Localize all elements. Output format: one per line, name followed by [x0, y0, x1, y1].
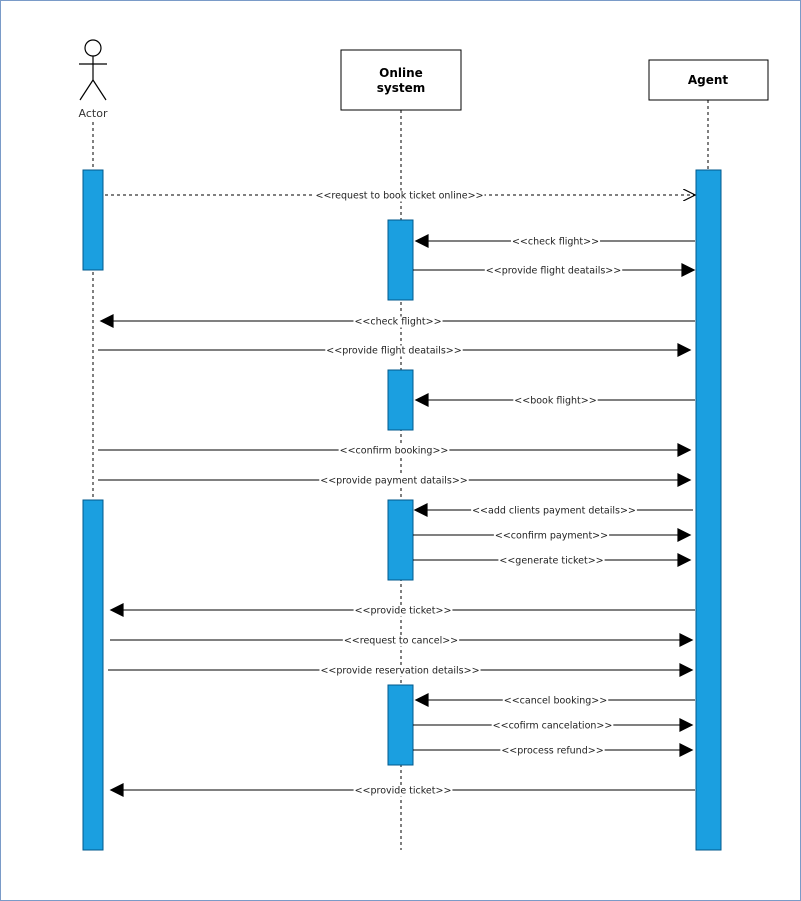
message: <<provide flight deatails>>	[413, 263, 696, 277]
online-system-label-line2: system	[377, 81, 426, 95]
message: <<generate ticket>>	[413, 553, 692, 567]
message-label-background	[500, 745, 605, 757]
message: <<confirm payment>>	[413, 528, 692, 542]
message-label-background	[513, 395, 598, 407]
message-label: <<book flight>>	[514, 396, 596, 407]
actor-activation-2	[82, 499, 104, 851]
actor-label: Actor	[79, 107, 108, 120]
message-label: <<process refund>>	[501, 746, 603, 757]
message: <<provide reservation details>>	[108, 663, 694, 677]
message-label: <<add clients payment details>>	[472, 506, 636, 517]
online-system-activation-2	[387, 369, 414, 431]
message: <<provide payment datails>>	[98, 473, 692, 487]
message: <<book flight>>	[414, 393, 695, 407]
message: <<check flight>>	[414, 234, 695, 248]
message-label-background	[338, 445, 450, 457]
message-label-background	[498, 555, 605, 567]
online-system-activation-3	[387, 499, 414, 581]
message-label-background	[353, 605, 453, 617]
online-system-label-line1: Online	[379, 66, 423, 80]
message-label-background	[319, 475, 469, 487]
agent-label: Agent	[688, 73, 729, 87]
message: <<confirm booking>>	[98, 443, 692, 457]
actor-participant: Actor	[79, 39, 108, 120]
message-label-background	[353, 316, 443, 328]
message-label: <<request to book ticket online>>	[315, 191, 483, 202]
message-label-background	[353, 785, 453, 797]
message: <<provide ticket>>	[109, 783, 695, 797]
online-system-activation-1	[387, 219, 414, 301]
message-label: <<provide ticket>>	[355, 786, 452, 797]
message: <<add clients payment details>>	[413, 503, 693, 517]
message-label: <<provide reservation details>>	[320, 666, 479, 677]
message: <<provide flight deatails>>	[98, 343, 692, 357]
stick-figure-icon	[79, 39, 107, 101]
message-label-background	[314, 190, 485, 202]
message: <<cofirm cancelation>>	[413, 718, 694, 732]
message-label: <<request to cancel>>	[344, 636, 458, 647]
messages-group: <<request to book ticket online>> <<check…	[98, 191, 695, 797]
message-label-background	[510, 236, 601, 248]
agent-box	[648, 59, 769, 101]
message-label: <<confirm booking>>	[340, 446, 449, 457]
message: <<process refund>>	[413, 743, 694, 757]
message-label-background	[493, 530, 610, 542]
online-system-activation-4	[387, 684, 414, 766]
message: <<request to book ticket online>>	[105, 191, 694, 202]
message-label: <<provide ticket>>	[355, 606, 452, 617]
message: <<request to cancel>>	[110, 633, 694, 647]
message-label-background	[342, 635, 460, 647]
message-label-background	[484, 265, 623, 277]
message-label: <<confirm payment>>	[495, 531, 608, 542]
online-system-box	[340, 49, 462, 111]
message: <<check flight>>	[99, 314, 695, 328]
message-label-background	[471, 505, 637, 517]
message-label: <<cancel booking>>	[504, 696, 607, 707]
agent-activation	[695, 169, 722, 851]
message-label: <<provide flight deatails>>	[486, 266, 621, 277]
message-label: <<cofirm cancelation>>	[493, 721, 613, 732]
agent-participant: Agent	[648, 59, 769, 101]
message-label: <<provide payment datails>>	[320, 476, 468, 487]
message-label-background	[491, 720, 614, 732]
actor-activation-1	[82, 169, 104, 271]
message-label: <<provide flight deatails>>	[326, 346, 461, 357]
message-label-background	[325, 345, 463, 357]
message: <<provide ticket>>	[109, 603, 695, 617]
message-label: <<check flight>>	[354, 317, 441, 328]
message-label-background	[502, 695, 609, 707]
online-system-participant: Online system	[340, 49, 462, 111]
message-label-background	[319, 665, 481, 677]
message: <<cancel booking>>	[414, 693, 695, 707]
message-label: <<check flight>>	[512, 237, 599, 248]
message-label: <<generate ticket>>	[499, 556, 603, 567]
